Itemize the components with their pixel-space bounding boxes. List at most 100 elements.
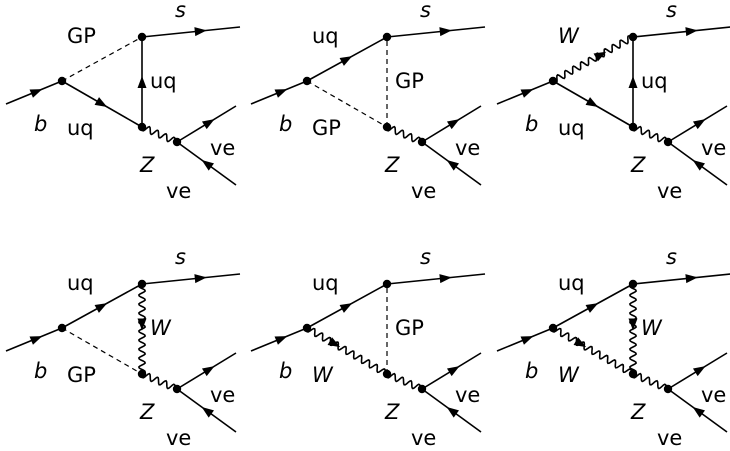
incoming-ve-label: ve: [411, 179, 436, 203]
bottom-propagator: [61, 327, 143, 375]
outgoing-ve-line-arrow: [446, 119, 460, 130]
incoming-b-label: b: [34, 359, 47, 383]
incoming-b-line-arrow: [520, 336, 534, 345]
incoming-ve-line-arrow: [692, 406, 705, 418]
vertical-propagator-arrow: [628, 76, 638, 88]
bottom-propagator-label: GP: [312, 116, 341, 140]
z-boson-line: [386, 372, 422, 393]
top-propagator-label: uq: [558, 271, 585, 295]
vertical-propagator-label: W: [150, 316, 172, 340]
outgoing-s-line-arrow: [439, 27, 452, 37]
outgoing-ve-label: ve: [210, 383, 235, 407]
top-propagator-arrow: [339, 56, 353, 66]
vertex: [663, 384, 673, 394]
vertical-propagator-arrow: [137, 76, 147, 88]
vertical-propagator-arrow: [628, 318, 638, 331]
outgoing-s-line-arrow: [194, 274, 207, 284]
outgoing-ve-label: ve: [701, 136, 726, 160]
outgoing-s-label: s: [175, 0, 186, 22]
vertex: [57, 323, 67, 333]
top-propagator-arrow: [339, 303, 353, 313]
vertex: [137, 122, 147, 132]
top-propagator-label: GP: [67, 24, 96, 48]
z-boson-line: [632, 372, 668, 393]
vertical-propagator-label: uq: [150, 69, 177, 93]
z-boson-label: Z: [630, 153, 646, 177]
outgoing-ve-line-arrow: [201, 366, 215, 377]
incoming-b-label: b: [279, 112, 292, 136]
top-propagator-arrow: [585, 303, 599, 313]
outgoing-s-line-arrow: [685, 27, 698, 37]
outgoing-ve-label: ve: [455, 136, 480, 160]
bottom-propagator-label: GP: [67, 363, 96, 387]
vertex: [302, 76, 312, 86]
vertex: [628, 369, 638, 379]
incoming-ve-label: ve: [411, 426, 436, 450]
outgoing-ve-label: ve: [455, 383, 480, 407]
z-boson-line: [632, 125, 668, 146]
outgoing-ve-line-arrow: [692, 119, 706, 130]
outgoing-ve-label: ve: [210, 136, 235, 160]
incoming-b-label: b: [34, 112, 47, 136]
vertex: [382, 32, 392, 42]
incoming-b-line-arrow: [29, 336, 43, 345]
vertex: [137, 279, 147, 289]
vertex: [172, 384, 182, 394]
top-propagator-label: W: [558, 24, 580, 48]
vertex: [172, 137, 182, 147]
vertex: [417, 137, 427, 147]
incoming-b-line-arrow: [29, 89, 43, 98]
vertical-propagator-label: GP: [395, 69, 424, 93]
bottom-propagator-label: W: [558, 363, 580, 387]
outgoing-s-line: [141, 273, 241, 285]
outgoing-s-label: s: [175, 245, 186, 269]
outgoing-s-line-arrow: [194, 27, 207, 37]
incoming-ve-line-arrow: [201, 406, 214, 418]
incoming-ve-label: ve: [657, 426, 682, 450]
outgoing-ve-label: ve: [701, 383, 726, 407]
incoming-ve-label: ve: [166, 179, 191, 203]
top-propagator-label: uq: [312, 24, 339, 48]
incoming-b-label: b: [525, 359, 538, 383]
top-propagator: [61, 36, 143, 82]
bottom-propagator-arrow: [327, 337, 341, 348]
outgoing-ve-line-arrow: [446, 366, 460, 377]
vertical-propagator-label: W: [641, 316, 663, 340]
z-boson-label: Z: [384, 400, 400, 424]
bottom-propagator: [552, 327, 633, 378]
outgoing-s-label: s: [420, 245, 431, 269]
outgoing-ve-line-arrow: [201, 119, 215, 130]
vertex: [382, 122, 392, 132]
vertex: [628, 122, 638, 132]
bottom-propagator-arrow: [585, 97, 599, 107]
top-propagator-arrow: [593, 51, 607, 62]
vertex: [137, 369, 147, 379]
incoming-ve-line-arrow: [692, 159, 705, 171]
bottom-propagator-label: W: [312, 363, 334, 387]
vertex: [663, 137, 673, 147]
incoming-ve-line-arrow: [446, 406, 459, 418]
vertex: [382, 279, 392, 289]
outgoing-s-line: [632, 26, 730, 38]
z-boson-label: Z: [139, 400, 155, 424]
incoming-ve-label: ve: [166, 426, 191, 450]
incoming-b-line-arrow: [520, 89, 534, 98]
z-boson-label: Z: [630, 400, 646, 424]
outgoing-s-line: [386, 273, 486, 285]
z-boson-label: Z: [139, 153, 155, 177]
z-boson-line: [141, 372, 177, 393]
outgoing-s-line: [141, 26, 241, 38]
outgoing-s-line-arrow: [685, 274, 698, 284]
z-boson-line: [386, 125, 422, 146]
bottom-propagator: [306, 327, 387, 378]
vertical-propagator-label: GP: [395, 316, 424, 340]
bottom-propagator: [306, 80, 388, 128]
vertex: [57, 76, 67, 86]
outgoing-s-label: s: [666, 245, 677, 269]
vertex: [628, 279, 638, 289]
